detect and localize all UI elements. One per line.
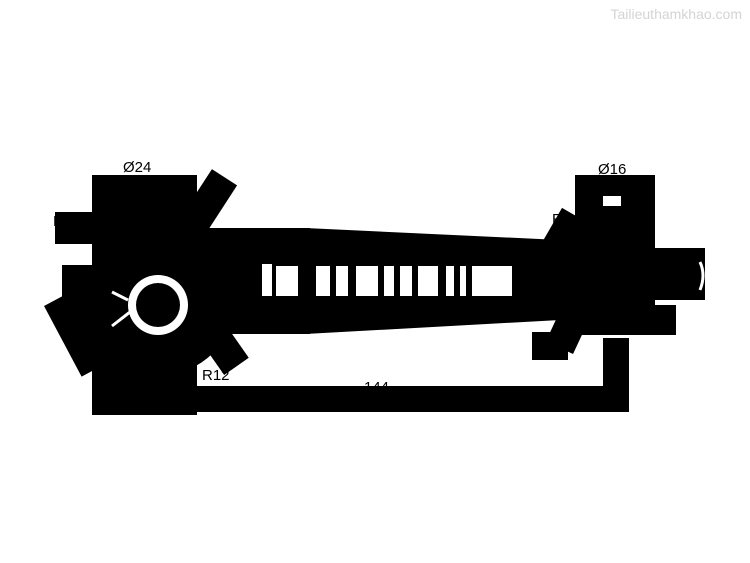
dim-right-radius-bottom: R12 bbox=[531, 329, 559, 346]
dim-left-radius-bottom: R12 bbox=[202, 367, 230, 384]
dim-left-diameter: Ø24 bbox=[123, 159, 151, 176]
dim-right-radius-top: R bbox=[552, 211, 563, 228]
center-distance-dimension bbox=[130, 338, 629, 412]
dim-left-radius-top: R12 bbox=[53, 213, 81, 230]
left-bore bbox=[111, 275, 188, 335]
watermark: Tailieuthamkhao.com bbox=[610, 6, 742, 22]
dim-right-diameter: Ø16 bbox=[598, 161, 626, 178]
dim-right-small: R8 bbox=[650, 303, 669, 320]
right-boss bbox=[522, 175, 705, 360]
dim-center-distance: 144 bbox=[364, 379, 389, 396]
web-slots bbox=[262, 264, 512, 296]
right-bore bbox=[603, 196, 705, 291]
